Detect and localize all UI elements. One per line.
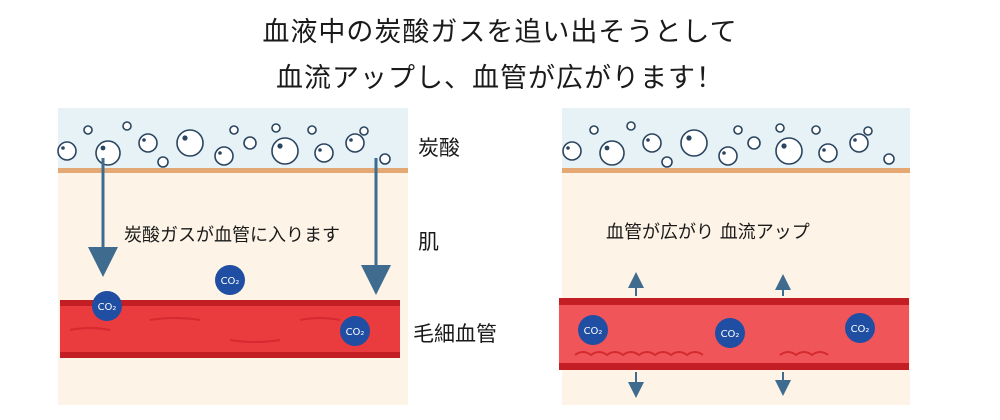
- co2-molecule: CO₂: [845, 313, 875, 343]
- co2-molecule: CO₂: [340, 316, 370, 346]
- left-vessel-texture: [69, 317, 341, 343]
- right-vessel-texture: [574, 351, 829, 357]
- left-panel: CO₂ CO₂ CO₂: [57, 108, 408, 405]
- co2-molecule: CO₂: [92, 291, 122, 321]
- svg-text:CO₂: CO₂: [221, 276, 240, 287]
- svg-text:CO₂: CO₂: [346, 327, 365, 338]
- right-vessel-top-wall: [559, 298, 909, 305]
- title-line-2: 血流アップし、血管が広がります！: [276, 63, 724, 94]
- right-caption: 血管が広がり 血流アップ: [606, 222, 810, 243]
- label-carbonated: 炭酸: [418, 136, 460, 160]
- right-bubbles: [562, 121, 895, 168]
- svg-text:CO₂: CO₂: [851, 324, 870, 335]
- right-panel: CO₂ CO₂ CO₂: [559, 108, 910, 405]
- svg-text:CO₂: CO₂: [584, 326, 603, 337]
- label-skin: 肌: [418, 230, 439, 254]
- left-bubbles: [57, 121, 391, 168]
- left-vessel-bottom-wall: [60, 352, 400, 358]
- co2-molecule: CO₂: [715, 318, 745, 348]
- co2-molecule: CO₂: [578, 315, 608, 345]
- left-caption: 炭酸ガスが血管に入ります: [124, 225, 340, 246]
- left-vessel-top-wall: [60, 300, 400, 306]
- svg-text:CO₂: CO₂: [721, 329, 740, 340]
- co2-molecule: CO₂: [215, 265, 245, 295]
- title-line-1: 血液中の炭酸ガスを追い出そうとして: [262, 17, 738, 48]
- svg-text:CO₂: CO₂: [98, 302, 117, 313]
- right-skin-line: [562, 168, 910, 173]
- left-skin-line: [58, 168, 408, 173]
- label-capillary: 毛細血管: [413, 322, 497, 346]
- right-vessel-bottom-wall: [559, 363, 909, 370]
